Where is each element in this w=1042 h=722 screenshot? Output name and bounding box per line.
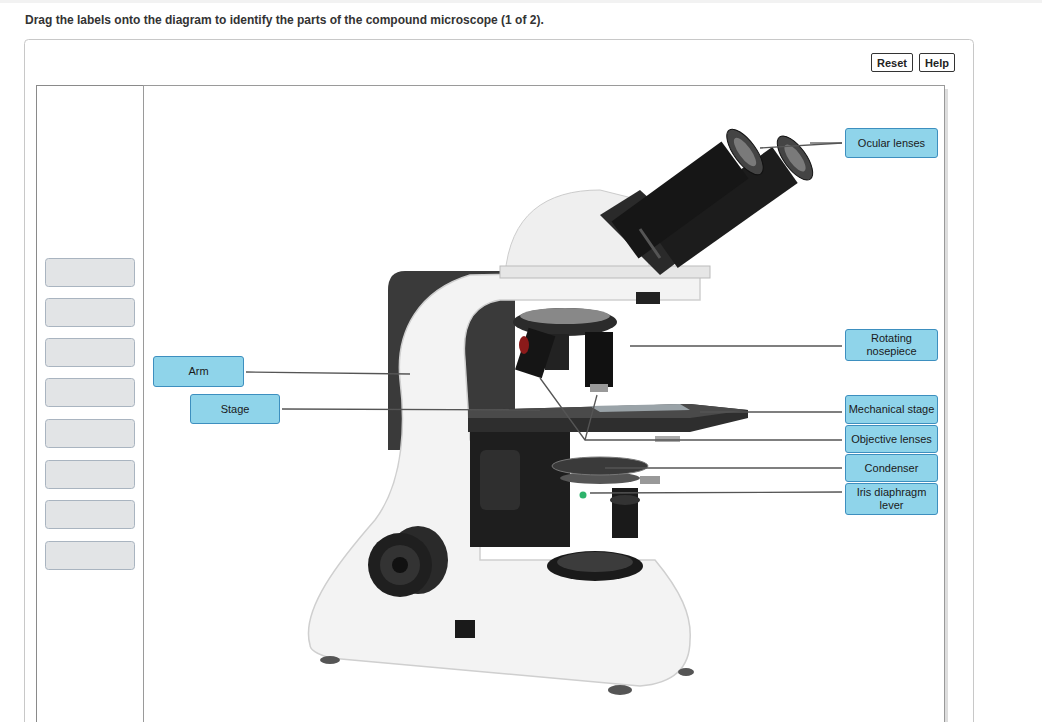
foot (678, 668, 694, 676)
drop-slot (46, 339, 135, 367)
leader-line (700, 411, 842, 412)
eyepiece-end (720, 124, 770, 181)
leader-line (810, 142, 842, 143)
leader-lines (246, 143, 842, 493)
light-port (547, 551, 643, 581)
empty-drop-slots (46, 259, 135, 570)
foot (320, 656, 340, 664)
title: Drag the labels onto the diagram to iden… (25, 13, 544, 27)
help-button: Help (919, 53, 955, 72)
condenser (552, 457, 648, 475)
objective (585, 332, 613, 387)
stage-plate (468, 404, 748, 432)
label-text: Ocular lenses (858, 137, 925, 150)
button-text: Reset (877, 57, 907, 69)
objective (515, 328, 555, 378)
drop-slot (46, 461, 135, 489)
head-plate (500, 266, 710, 278)
eyepiece-tube (625, 160, 735, 240)
focus-knob (368, 533, 432, 597)
label-text: Iris diaphragm lever (848, 486, 935, 512)
lever-dot (580, 492, 587, 499)
part-label: Stage (190, 394, 280, 424)
leader-line (605, 467, 842, 468)
leader-line (760, 143, 842, 148)
eyepiece-glass (730, 135, 760, 170)
leader-line (590, 492, 842, 493)
label-text: Condenser (865, 462, 919, 475)
drop-slot (46, 259, 135, 287)
leader-line (282, 409, 540, 410)
label-text: Rotating nosepiece (848, 332, 935, 358)
body (308, 270, 700, 686)
power-switch (455, 620, 475, 638)
substage-knob (480, 450, 520, 510)
condenser-knob (640, 476, 660, 484)
label-text: Mechanical stage (849, 403, 935, 416)
button-text: Help (925, 57, 949, 69)
part-label: Objective lenses (845, 425, 938, 453)
eyepiece-end (771, 130, 819, 185)
head-button (636, 292, 660, 304)
top-band (0, 0, 1042, 3)
reset-button: Reset (871, 53, 913, 72)
nosepiece-ring (520, 308, 610, 324)
part-label: Rotating nosepiece (845, 329, 938, 361)
eyepiece-ring (640, 229, 660, 258)
focus-ring (610, 495, 640, 505)
drop-slot (46, 420, 135, 448)
objective-ring (519, 336, 529, 354)
leader-line (585, 395, 597, 440)
stage-holder (655, 436, 680, 442)
drop-slot (46, 542, 135, 570)
canvas (144, 86, 945, 722)
leader-line (246, 372, 410, 374)
leader-line (630, 345, 842, 346)
focus-knob-center (392, 557, 408, 573)
stage-top (468, 404, 748, 418)
substage (470, 432, 570, 547)
label-text: Arm (188, 365, 208, 378)
drop-slot (46, 501, 135, 529)
foot (608, 685, 632, 695)
label-tray (37, 86, 144, 722)
part-label: Arm (153, 356, 244, 387)
drop-slot (46, 379, 135, 407)
part-label: Iris diaphragm lever (845, 483, 938, 515)
label-text: Stage (221, 403, 250, 416)
objective-tip (590, 384, 608, 392)
label-text: Objective lenses (851, 433, 932, 446)
part-label: Condenser (845, 454, 938, 482)
focus-knob-inner (380, 545, 420, 585)
leader-line (540, 378, 842, 440)
part-label: Ocular lenses (845, 128, 938, 158)
drop-slot (46, 299, 135, 327)
slide (590, 404, 690, 412)
light-port-inner (557, 552, 633, 572)
part-label: Mechanical stage (845, 395, 938, 424)
